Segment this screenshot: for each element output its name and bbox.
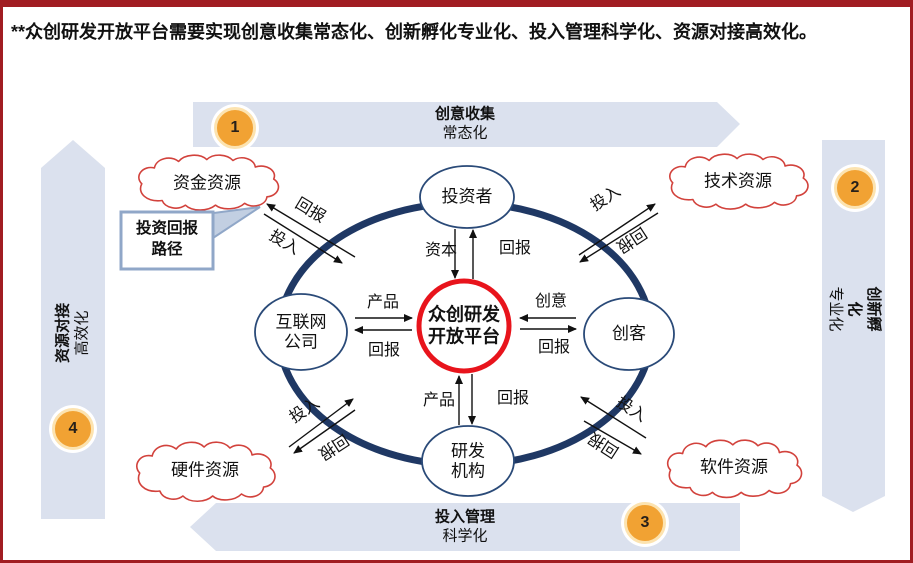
banner-right-line1: 创新孵化 [846, 286, 883, 332]
node-maker-label: 创客 [612, 324, 646, 344]
banner-left-line2: 高效化 [73, 310, 90, 356]
arrow-software-return [583, 420, 642, 455]
callout-box [119, 210, 215, 271]
center-platform-line2: 开放平台 [428, 326, 500, 346]
page-title: **众创研发开放平台需要实现创意收集常态化、创新孵化专业化、投入管理科学化、资源… [11, 22, 818, 42]
arrow-software-invest [580, 396, 647, 439]
center-platform-shape [416, 278, 512, 374]
cloud-technology-label: 技术资源 [704, 171, 772, 191]
node-internet-company-label: 互联网 公司 [276, 312, 327, 351]
node-rd-line2: 机构 [451, 461, 485, 480]
flow-label-capital: 资本 [424, 242, 458, 260]
banner-right-line2: 专业化 [827, 286, 845, 332]
flow-label-return-investor: 回报 [498, 240, 532, 258]
callout-line1: 投资回报 [135, 220, 199, 238]
center-platform-line1: 众创研发 [428, 304, 500, 325]
cloud-hardware-label: 硬件资源 [171, 460, 239, 480]
node-investor-label: 投资者 [441, 187, 493, 207]
node-internet-line1: 互联网 [275, 312, 327, 332]
arrow-funding-return [266, 203, 356, 258]
node-rd-line1: 研发 [451, 441, 485, 461]
arrow-hardware-invest [288, 398, 354, 448]
banner-bottom-arrow [190, 503, 740, 551]
node-internet-company-shape [254, 293, 348, 371]
banner-right-arrow [822, 140, 885, 512]
step-badge-4: 4 [52, 408, 94, 450]
callout-line2: 路径 [151, 241, 183, 258]
flow-label-product-left: 产品 [366, 294, 400, 312]
banner-bottom-label: 投入管理 科学化 [435, 508, 495, 546]
node-investor-shape [419, 165, 515, 229]
arrow-hardware-return [293, 409, 356, 454]
node-rd-institute-shape [421, 425, 515, 497]
banner-top-line1: 创意收集 [434, 105, 496, 123]
center-platform-label: 众创研发 开放平台 [428, 304, 500, 347]
node-rd-institute-label: 研发 机构 [451, 441, 485, 480]
step-badge-3: 3 [624, 502, 666, 544]
banner-left-label: 资源对接 高效化 [54, 303, 92, 363]
flow-label-product-bottom: 产品 [422, 392, 456, 410]
flow-label-idea: 创意 [534, 293, 568, 311]
node-internet-line2: 公司 [284, 332, 318, 351]
step-badge-2: 2 [834, 167, 876, 209]
banner-bottom-line2: 科学化 [442, 527, 488, 544]
callout-label: 投资回报 路径 [136, 219, 198, 261]
flow-label-return-maker: 回报 [537, 339, 571, 357]
arrow-tech-invest [578, 203, 656, 256]
resource-flow-arrows [263, 203, 659, 455]
flow-label-return-rd: 回报 [496, 390, 530, 408]
flow-label-return-internet: 回报 [367, 342, 401, 360]
cloud-funding-label: 资金资源 [173, 173, 241, 193]
banner-bottom-line1: 投入管理 [434, 508, 496, 526]
platform-exchange-arrows [354, 229, 577, 425]
arrow-funding-invest [263, 213, 343, 264]
banner-left-line1: 资源对接 [54, 302, 72, 364]
banner-top-arrow [193, 102, 740, 147]
banner-top-line2: 常态化 [442, 124, 488, 141]
step-badge-1: 1 [214, 107, 256, 149]
banner-top-label: 创意收集 常态化 [435, 105, 495, 143]
arrow-tech-return [579, 212, 659, 263]
banner-right-label: 创新孵化 专业化 [826, 281, 883, 337]
cloud-software-label: 软件资源 [700, 457, 768, 477]
node-maker-shape [583, 297, 675, 371]
